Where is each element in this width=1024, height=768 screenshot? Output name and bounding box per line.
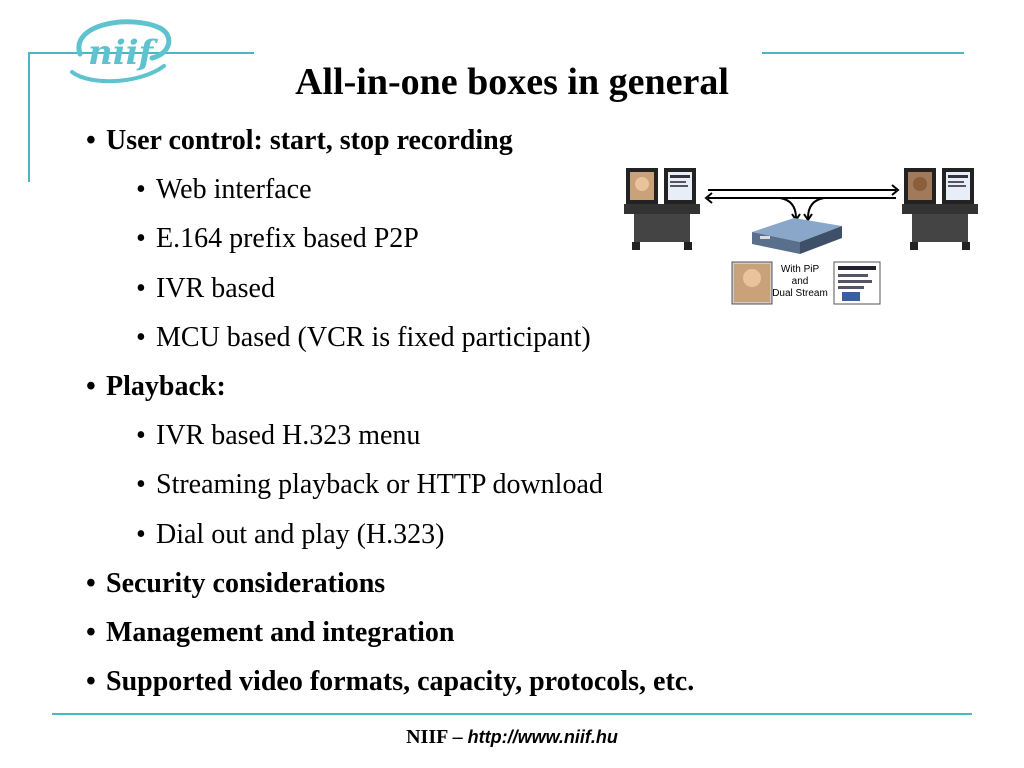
footer-url-link[interactable]: http://www.niif.hu bbox=[467, 727, 618, 747]
bullet-marker: • bbox=[136, 272, 146, 304]
bullet-marker: • bbox=[136, 469, 146, 501]
sub-bullet-item: • Streaming playback or HTTP download bbox=[136, 468, 603, 502]
pip-label-line1: With PiP bbox=[781, 264, 820, 275]
bullet-text: IVR based H.323 menu bbox=[156, 420, 421, 452]
bullet-text: MCU based (VCR is fixed participant) bbox=[156, 321, 591, 353]
logo-text: niif bbox=[88, 33, 159, 73]
bullet-marker: • bbox=[86, 666, 96, 698]
bullet-marker: • bbox=[86, 567, 96, 599]
footer-separator: – bbox=[447, 726, 468, 748]
bullet-marker: • bbox=[136, 174, 146, 206]
top-left-rule bbox=[28, 52, 254, 54]
sub-bullet-item: • E.164 prefix based P2P bbox=[136, 222, 419, 256]
bullet-text: IVR based bbox=[156, 272, 275, 304]
bullet-item: • Security considerations bbox=[86, 567, 385, 601]
footer-brand: NIIF bbox=[406, 726, 448, 748]
bullet-marker: • bbox=[136, 420, 146, 452]
bullet-text: Streaming playback or HTTP download bbox=[156, 469, 603, 501]
footer-rule bbox=[52, 713, 972, 715]
bullet-item: • Playback: bbox=[86, 370, 226, 404]
niif-logo: niif bbox=[70, 19, 172, 84]
footer: NIIF – http://www.niif.hu bbox=[0, 724, 1024, 750]
slide-title: All-in-one boxes in general bbox=[295, 61, 729, 103]
pip-preview bbox=[731, 261, 881, 305]
left-terminal-icon bbox=[624, 168, 700, 250]
bullet-marker: • bbox=[86, 371, 96, 402]
bullet-text: Dial out and play (H.323) bbox=[156, 518, 445, 550]
sub-bullet-item: • Dial out and play (H.323) bbox=[136, 518, 445, 552]
bullet-text: Supported video formats, capacity, proto… bbox=[106, 666, 695, 698]
bullet-marker: • bbox=[86, 617, 96, 648]
sub-bullet-item: • Web interface bbox=[136, 173, 312, 207]
top-right-rule bbox=[762, 52, 964, 54]
left-rule bbox=[28, 52, 30, 182]
bullet-text: Management and integration bbox=[106, 617, 455, 648]
recording-diagram: With PiP and Dual Stream bbox=[624, 168, 978, 305]
pip-label-line2: and bbox=[792, 276, 809, 287]
bullet-marker: • bbox=[136, 223, 146, 255]
sub-bullet-item: • IVR based H.323 menu bbox=[136, 419, 420, 453]
bullet-item: • User control: start, stop recording bbox=[86, 124, 513, 158]
bullet-text: Web interface bbox=[156, 174, 312, 206]
pip-label-line3: Dual Stream bbox=[772, 288, 828, 299]
bullet-marker: • bbox=[136, 518, 146, 550]
bullet-item: • Management and integration bbox=[86, 616, 454, 650]
sub-bullet-item: • MCU based (VCR is fixed participant) bbox=[136, 321, 591, 355]
sub-bullet-item: • IVR based bbox=[136, 272, 275, 306]
bullet-item: • Supported video formats, capacity, prot… bbox=[86, 665, 694, 699]
recorder-box-icon bbox=[752, 218, 842, 254]
connection-arrows bbox=[704, 184, 900, 222]
bullet-marker: • bbox=[136, 321, 146, 353]
right-terminal-icon bbox=[902, 168, 978, 250]
bullet-text: Security considerations bbox=[106, 567, 386, 599]
bullet-marker: • bbox=[86, 125, 96, 156]
bullet-text: User control: start, stop recording bbox=[106, 125, 513, 156]
bullet-text: Playback: bbox=[106, 371, 226, 402]
bullet-text: E.164 prefix based P2P bbox=[156, 223, 419, 255]
